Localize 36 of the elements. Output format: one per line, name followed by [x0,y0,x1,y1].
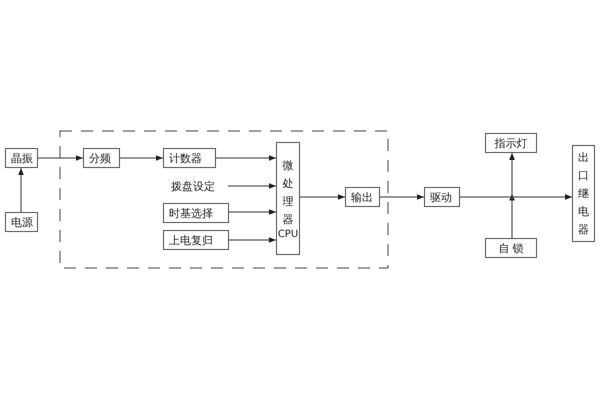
arrow [228,237,276,243]
arrow [512,194,572,238]
arrow [300,194,346,200]
arrow [380,194,424,200]
node-label: 拨盘设定 [171,178,215,194]
processor-box [276,142,300,255]
process-box [163,230,229,250]
node-label: 晶振 [11,150,33,166]
arrow [228,183,276,189]
node-label: 时基选择 [169,206,213,220]
process-box [83,148,120,168]
arrow [120,155,164,161]
node-label: 驱动 [430,190,452,204]
process-box [5,148,38,168]
process-box [485,238,537,258]
arrow [38,155,84,161]
arrow [18,168,24,212]
node-label: 指示灯 [494,136,528,150]
arrow [228,209,276,215]
process-box [485,133,537,153]
process-box [163,148,216,168]
node-label: 出口继电器 [578,150,590,238]
node-label: 分频 [89,150,111,166]
arrow [216,155,276,161]
process-box [345,187,380,207]
node-label: 自 锁 [498,240,524,256]
process-box [5,212,38,232]
node-label: 微处理器 [282,158,294,228]
node-label: 计数器 [169,150,202,166]
node-label: 上电复归 [169,232,213,248]
process-box [163,203,229,223]
node-label: 电源 [11,214,33,230]
relay-box [572,145,595,242]
process-box [424,187,460,207]
node-label: 输出 [351,190,373,204]
processor-label: CPU [278,229,298,240]
